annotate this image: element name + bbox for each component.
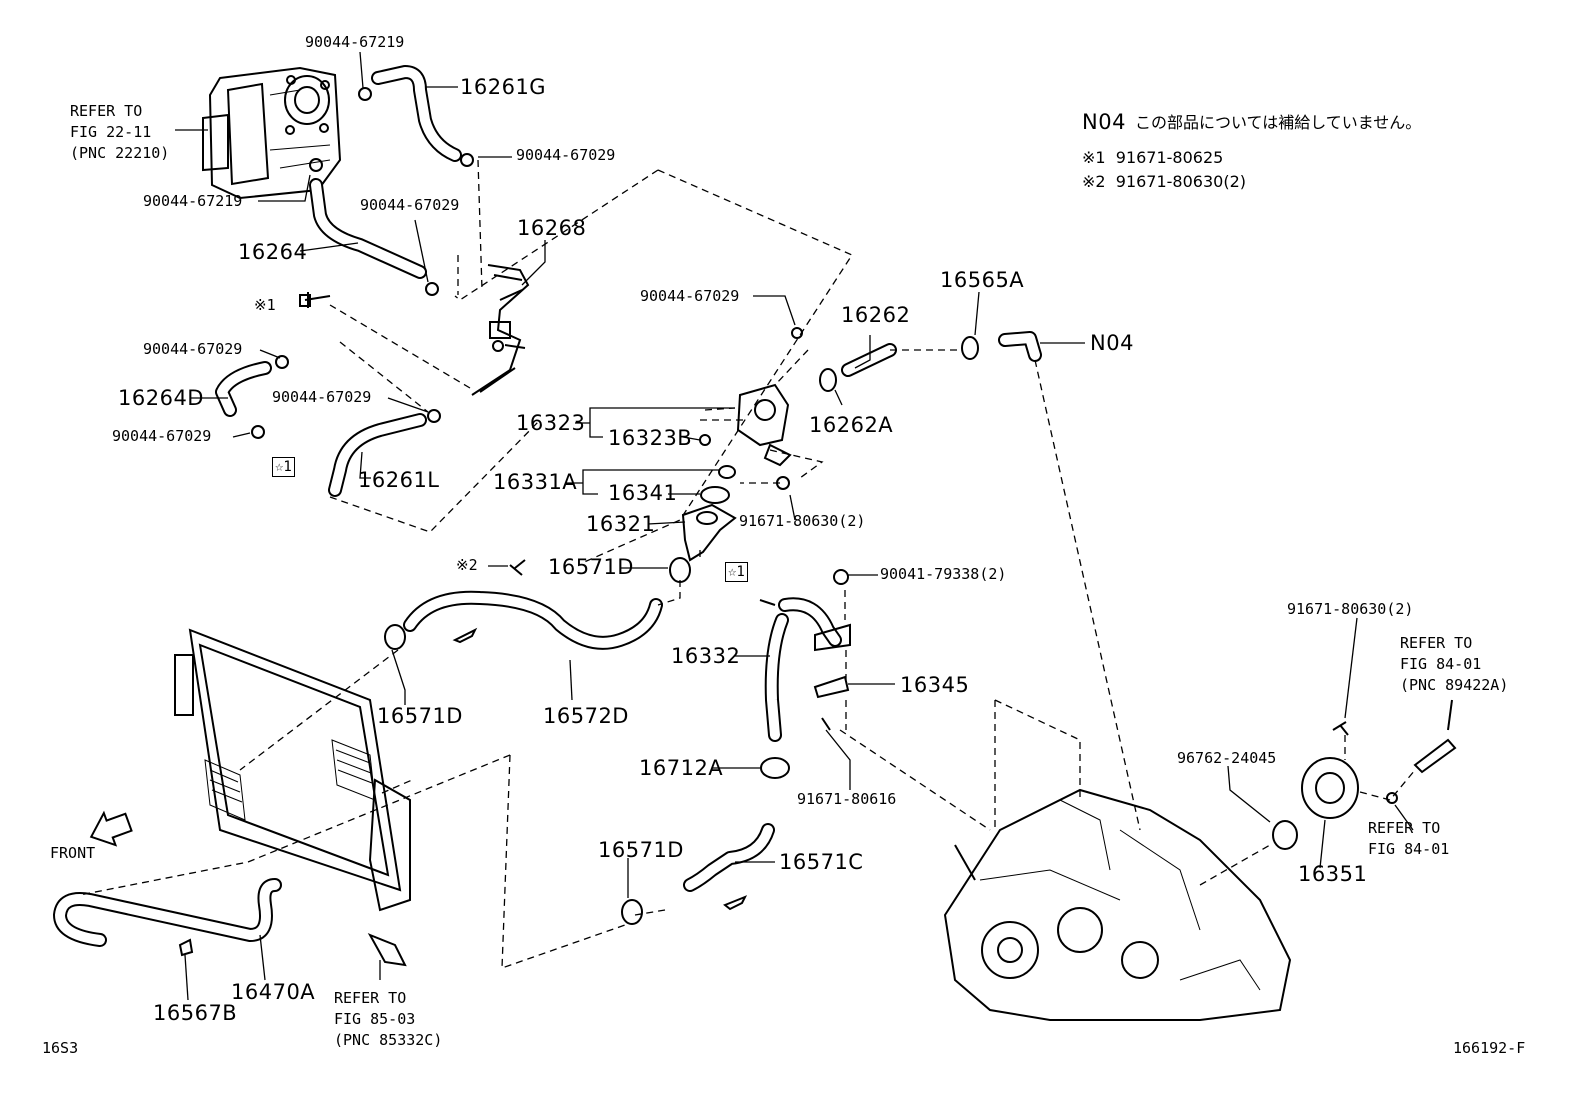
callout-16567B[interactable]: 16567B — [153, 1001, 238, 1025]
callout-91671-80616[interactable]: 91671-80616 — [797, 790, 897, 808]
callout-90044-67029-d[interactable]: 90044-67029 — [272, 388, 372, 406]
callout-90044-67219-b[interactable]: 90044-67219 — [143, 192, 243, 210]
callout-16565A[interactable]: 16565A — [940, 268, 1025, 292]
callout-16332[interactable]: 16332 — [671, 644, 741, 668]
callout-16323B[interactable]: 16323B — [608, 426, 693, 450]
callout-16268[interactable]: 16268 — [517, 216, 587, 240]
callout-16572D[interactable]: 16572D — [543, 704, 629, 728]
callout-note2-bolt[interactable]: ※2 — [456, 556, 478, 574]
callout-16264D[interactable]: 16264D — [118, 386, 204, 410]
callout-16470A[interactable]: 16470A — [231, 980, 316, 1004]
callout-16261L[interactable]: 16261L — [358, 468, 440, 492]
note-n04-text: この部品については補給していません。 — [1135, 113, 1422, 132]
callout-90044-67029-f[interactable]: 90044-67029 — [640, 287, 740, 305]
callout-16351[interactable]: 16351 — [1298, 862, 1368, 886]
pipe-16268-drawing — [471, 264, 530, 396]
note-1: ※1 91671-80625 — [1082, 148, 1224, 167]
radiator-drawing — [174, 628, 411, 967]
callout-N04[interactable]: N04 — [1090, 331, 1134, 355]
ref-throttle-body[interactable]: REFER TO FIG 22-11 (PNC 22210) — [70, 102, 170, 162]
diagram-id: 166192-F — [1453, 1039, 1526, 1057]
page-code: 16S3 — [42, 1039, 79, 1057]
callout-91671-80630-a[interactable]: 91671-80630(2) — [739, 512, 866, 530]
ref-radiator[interactable]: REFER TO FIG 85-03 (PNC 85332C) — [334, 989, 443, 1049]
callout-16345[interactable]: 16345 — [900, 673, 970, 697]
front-label: FRONT — [50, 844, 96, 862]
callout-96762-24045[interactable]: 96762-24045 — [1177, 749, 1277, 767]
callout-16323[interactable]: 16323 — [516, 411, 586, 435]
callout-16571D-bottom[interactable]: 16571D — [598, 838, 684, 862]
callout-16571C[interactable]: 16571C — [779, 850, 864, 874]
callout-note1-bolt[interactable]: ※1 — [254, 296, 276, 314]
callout-16712A[interactable]: 16712A — [639, 756, 724, 780]
water-outlet-drawing — [699, 327, 803, 467]
callout-90044-67029-e[interactable]: 90044-67029 — [112, 427, 212, 445]
callout-16261G[interactable]: 16261G — [460, 75, 547, 99]
callout-16341[interactable]: 16341 — [608, 481, 678, 505]
note-2: ※2 91671-80630(2) — [1082, 172, 1246, 191]
callout-16571D-left[interactable]: 16571D — [377, 704, 463, 728]
ref-temp-sensor[interactable]: REFER TO FIG 84-01 (PNC 89422A) — [1400, 634, 1509, 694]
star1-marker-right: ☆1 — [725, 562, 748, 582]
callout-16262[interactable]: 16262 — [841, 303, 911, 327]
callout-90044-67029-c[interactable]: 90044-67029 — [143, 340, 243, 358]
callout-16331A[interactable]: 16331A — [493, 470, 578, 494]
callout-16571D-top[interactable]: 16571D — [548, 555, 634, 579]
throttle-body-drawing — [202, 66, 342, 200]
callout-91671-80630-b[interactable]: 91671-80630(2) — [1287, 600, 1414, 618]
callout-16262A[interactable]: 16262A — [809, 413, 894, 437]
note-n04-code: N04 — [1082, 110, 1126, 134]
ref-fig-84-01[interactable]: REFER TO FIG 84-01 — [1368, 819, 1450, 858]
engine-drawing — [943, 788, 1292, 1021]
star1-marker-left: ☆1 — [272, 457, 295, 477]
callout-16264[interactable]: 16264 — [238, 240, 308, 264]
callout-90041-79338[interactable]: 90041-79338(2) — [880, 565, 1007, 583]
callout-90044-67029-a[interactable]: 90044-67029 — [516, 146, 616, 164]
callout-90044-67219-top[interactable]: 90044-67219 — [305, 33, 405, 51]
callout-90044-67029-b[interactable]: 90044-67029 — [360, 196, 460, 214]
callout-16321[interactable]: 16321 — [586, 512, 656, 536]
